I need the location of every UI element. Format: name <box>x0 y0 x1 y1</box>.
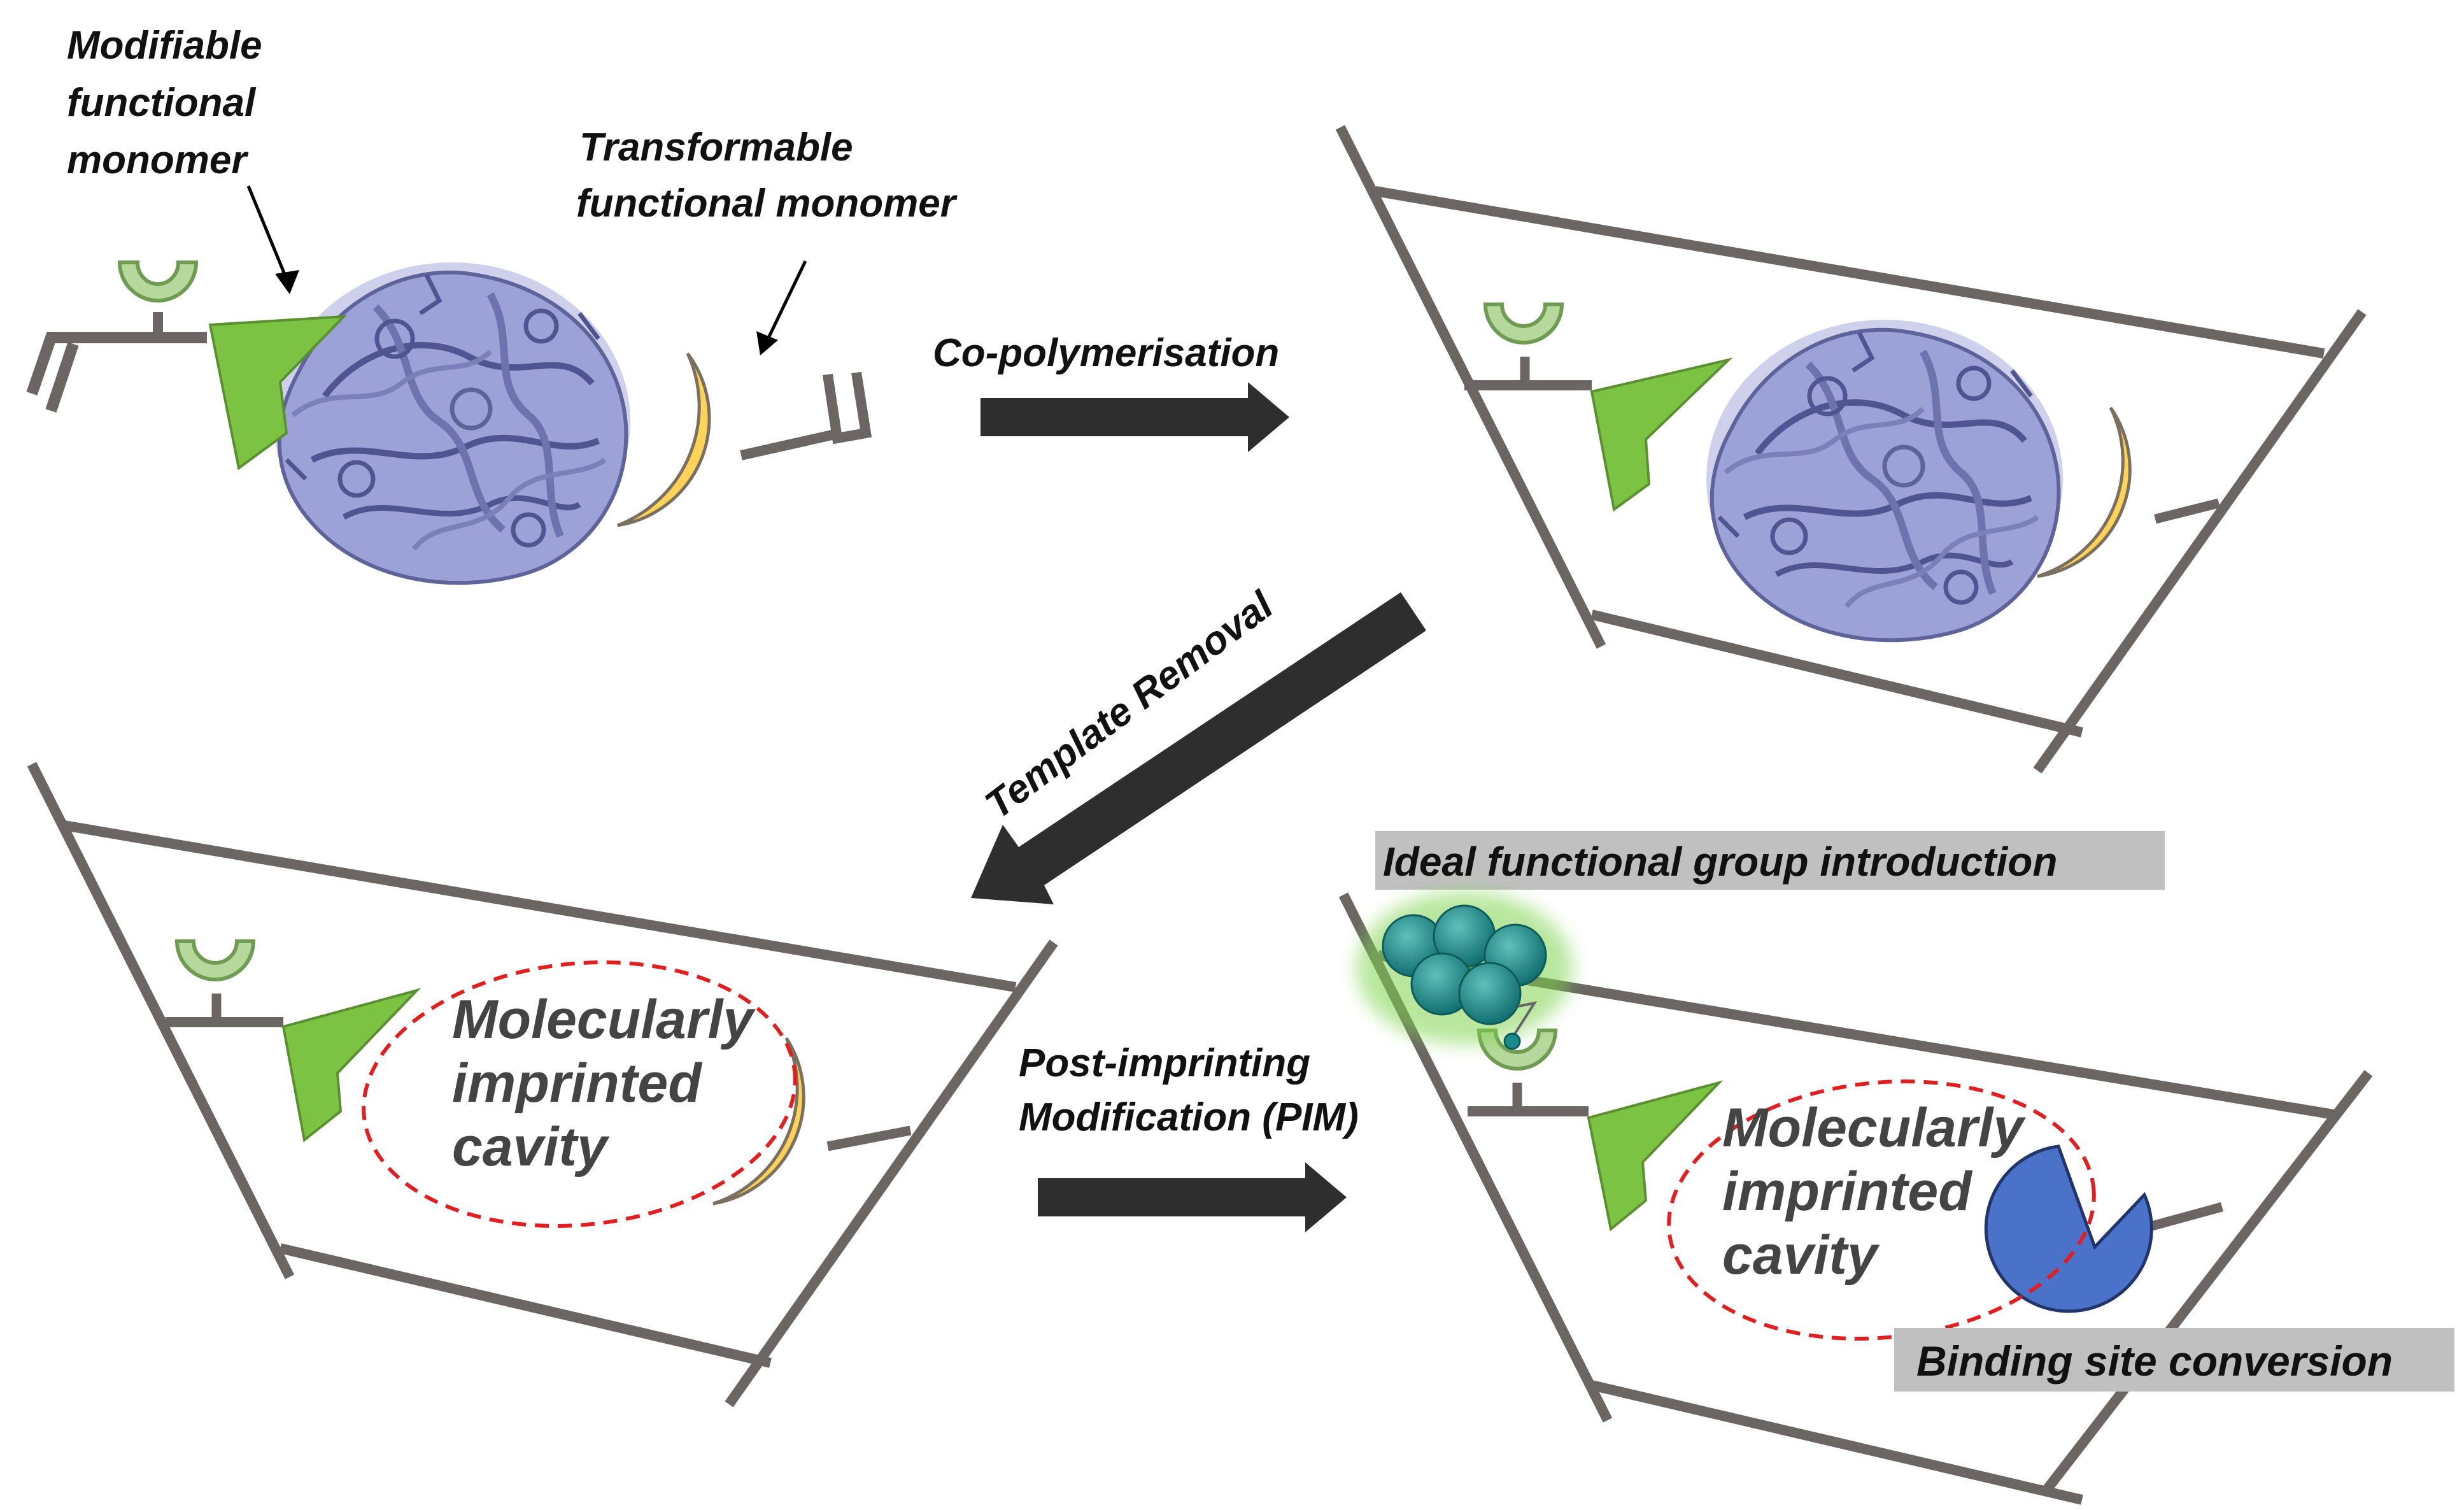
panel4-pacman-link <box>2151 1202 2223 1231</box>
wedge-monomer-icon <box>208 315 348 471</box>
panel4-bottom-line <box>1590 1380 2083 1505</box>
modifiable-line-2: functional <box>67 81 257 125</box>
panel2-crescent-monomer-icon <box>2037 406 2132 578</box>
template-removal-step: Template Removal <box>971 583 1426 904</box>
panel3-cavity-line-3: cavity <box>452 1116 610 1178</box>
pim-arrow <box>1038 1162 1347 1232</box>
transformable-pointer-line <box>762 260 807 348</box>
panel3-top-line <box>59 820 1017 992</box>
panel2-crescent-link <box>2154 498 2220 524</box>
panel3-receptor-cup-icon <box>174 939 256 981</box>
panel4-receptor-cup-icon <box>1476 1029 1558 1071</box>
transformable-line-1: Transformable <box>579 125 853 169</box>
panel-post-modified: Ideal functional group introduction Mole… <box>1338 831 2454 1505</box>
panel3-left-wall <box>27 762 295 1279</box>
pim-label-line-1: Post-imprinting <box>1019 1041 1310 1085</box>
panel4-right-wall <box>2039 1070 2373 1497</box>
panel4-cavity-outline <box>1667 1079 2096 1341</box>
panel-imprinted-cavity: Molecularly imprinted cavity <box>27 762 1058 1407</box>
binding-site-icon <box>1984 1144 2153 1313</box>
modifiable-line-1: Modifiable <box>67 24 262 68</box>
crescent-monomer-icon <box>617 352 711 527</box>
modifiable-pointer-line <box>246 185 292 287</box>
functional-anchor <box>1503 1032 1521 1050</box>
copolymerisation-step: Co-polymerisation <box>933 331 1289 452</box>
binding-site-highlight <box>1894 1328 2454 1392</box>
panel3-right-wall <box>725 939 1058 1407</box>
panel3-wedge-monomer-icon <box>281 988 421 1143</box>
copolymerisation-arrow <box>981 382 1289 452</box>
panel4-wedge-monomer-icon <box>1587 1080 1724 1232</box>
panel3-crescent-link <box>826 1125 912 1151</box>
modifiable-label: Modifiable functional monomer <box>67 24 262 182</box>
panel2-top-line <box>1374 186 2325 359</box>
panel2-receptor-cup-icon <box>1483 303 1564 345</box>
functional-ball-5 <box>1458 962 1522 1025</box>
panel2-protein-template-icon <box>1706 320 2063 640</box>
panel-polymer-with-template <box>1335 125 2367 774</box>
panel3-crescent-monomer-icon <box>712 1037 805 1206</box>
ideal-group-highlight <box>1375 831 2165 890</box>
panel3-cavity-line-1: Molecularly <box>452 989 756 1050</box>
modifiable-pointer-head <box>275 270 299 294</box>
panel4-cavity-line-3: cavity <box>1722 1225 1880 1286</box>
ideal-group-label: Ideal functional group introduction <box>1383 839 2057 885</box>
panel2-bottom-line <box>1590 609 2083 737</box>
panel2-right-wall <box>2033 309 2367 774</box>
panel-prepolymerisation: Modifiable functional monomer Transforma… <box>26 24 958 583</box>
pim-step: Post-imprinting Modification (PIM) <box>1019 1041 1359 1232</box>
pim-label-line-2: Modification (PIM) <box>1019 1095 1359 1139</box>
binding-site-label: Binding site conversion <box>1916 1337 2393 1385</box>
copolymerisation-label: Co-polymerisation <box>933 331 1279 375</box>
receptor-cup-icon <box>117 260 199 303</box>
functional-group-cluster <box>1356 892 1573 1050</box>
transformable-label: Transformable functional monomer <box>576 125 958 225</box>
panel3-cavity-line-2: imprinted <box>452 1053 702 1114</box>
functional-linker <box>1511 1001 1538 1039</box>
template-removal-arrow <box>971 592 1426 904</box>
transformable-pointer-head <box>756 331 778 355</box>
panel2-wedge-monomer-icon <box>1590 357 1733 512</box>
crescent-fork <box>823 371 872 445</box>
crescent-link <box>740 428 842 460</box>
panel4-cavity-line-1: Molecularly <box>1722 1097 2026 1158</box>
protein-template-icon <box>274 262 630 583</box>
panel3-bottom-line <box>279 1243 772 1368</box>
panel3-cavity-outline <box>362 960 797 1228</box>
backbone-left-fork <box>45 342 79 413</box>
transformable-line-2: functional monomer <box>576 182 958 225</box>
panel4-cavity-line-2: imprinted <box>1722 1161 1972 1222</box>
modifiable-line-3: monomer <box>67 138 248 182</box>
